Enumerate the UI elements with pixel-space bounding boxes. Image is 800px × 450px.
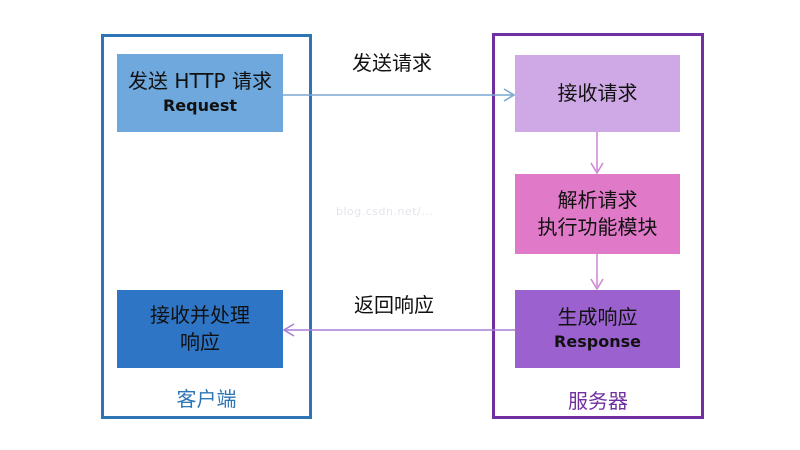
generate-response-box: 生成响应 Response xyxy=(515,290,680,368)
receive-request-text: 接收请求 xyxy=(557,81,638,105)
watermark: blog.csdn.net/... xyxy=(336,205,434,218)
send-request-box: 发送 HTTP 请求 Request xyxy=(117,54,283,132)
handle-response-line1: 接收并处理 xyxy=(150,303,250,327)
return-response-label: 返回响应 xyxy=(354,293,434,317)
request-text: Request xyxy=(162,96,238,116)
server-label: 服务器 xyxy=(568,389,628,413)
send-request-text: 发送 HTTP 请求 xyxy=(128,69,272,94)
parse-request-line1: 解析请求 xyxy=(557,188,638,212)
parse-request-box: 解析请求 执行功能模块 xyxy=(515,174,680,254)
response-text: Response xyxy=(554,332,641,352)
parse-request-line2: 执行功能模块 xyxy=(537,215,658,239)
generate-response-text: 生成响应 xyxy=(557,305,638,330)
client-label: 客户端 xyxy=(176,387,237,411)
handle-response-box: 接收并处理 响应 xyxy=(117,290,283,368)
handle-response-line2: 响应 xyxy=(180,330,220,354)
send-request-label: 发送请求 xyxy=(352,51,432,75)
receive-request-box: 接收请求 xyxy=(515,55,680,132)
